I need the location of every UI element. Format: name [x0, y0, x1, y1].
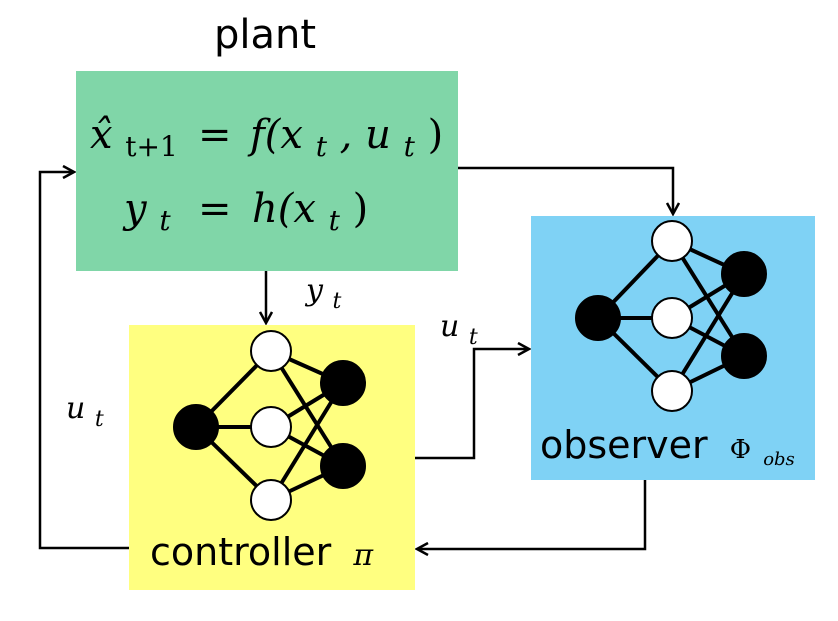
- observer-hidden-node-1: [651, 220, 693, 262]
- controller-output-node-2: [320, 443, 366, 489]
- eq1-lhs-sub: t+1: [125, 130, 178, 163]
- observer-hidden-node-3: [651, 370, 693, 412]
- controller-output-node-1: [320, 360, 366, 406]
- eq1-rhs-sub1: t: [316, 130, 328, 163]
- eq1-rhs: f(x: [247, 112, 303, 158]
- eq1-equals: =: [198, 112, 232, 158]
- signal-label-ut-observer: u t: [440, 309, 478, 350]
- controller-neural-network: [173, 330, 366, 521]
- eq2-lhs-sub: t: [159, 204, 171, 237]
- controller-input-node: [173, 404, 219, 450]
- eq2-rhs-sub: t: [329, 204, 341, 237]
- observer-hidden-node-2: [651, 297, 693, 339]
- eq1-comma: , u: [340, 112, 391, 158]
- controller-hidden-node-3: [250, 479, 292, 521]
- arrow-plant-to-observer: [458, 166, 673, 213]
- controller-hidden-node-2: [250, 406, 292, 448]
- eq2-rhs: h(x: [252, 186, 316, 232]
- observer-input-node: [575, 295, 621, 341]
- arrow-feedback-to-plant: [38, 172, 129, 550]
- plant-equation-2: y t = h(x t ): [122, 186, 368, 240]
- eq1-close: ): [428, 112, 444, 158]
- eq1-lhs-base: x̂: [90, 112, 113, 158]
- plant-title: plant: [214, 12, 316, 58]
- controller-hidden-node-1: [250, 330, 292, 372]
- observer-output-node-1: [721, 251, 767, 297]
- plant-block: [76, 71, 458, 271]
- observer-output-node-2: [721, 333, 767, 379]
- eq2-equals: =: [198, 186, 232, 232]
- observer-label: observer Φ obs: [540, 423, 795, 470]
- observer-neural-network: [575, 220, 767, 412]
- eq1-rhs-sub2: t: [404, 130, 416, 163]
- eq2-lhs-base: y: [122, 186, 148, 232]
- controller-label: controller π: [150, 530, 374, 574]
- plant-equation-1: x̂ t+1 = f(x t , u t ): [90, 112, 443, 166]
- arrow-observer-to-controller: [418, 480, 647, 549]
- eq2-close: ): [353, 186, 369, 232]
- arrow-controller-to-observer: [415, 349, 528, 460]
- signal-label-yt: y t: [304, 273, 342, 314]
- signal-label-ut-feedback: u t: [66, 391, 104, 432]
